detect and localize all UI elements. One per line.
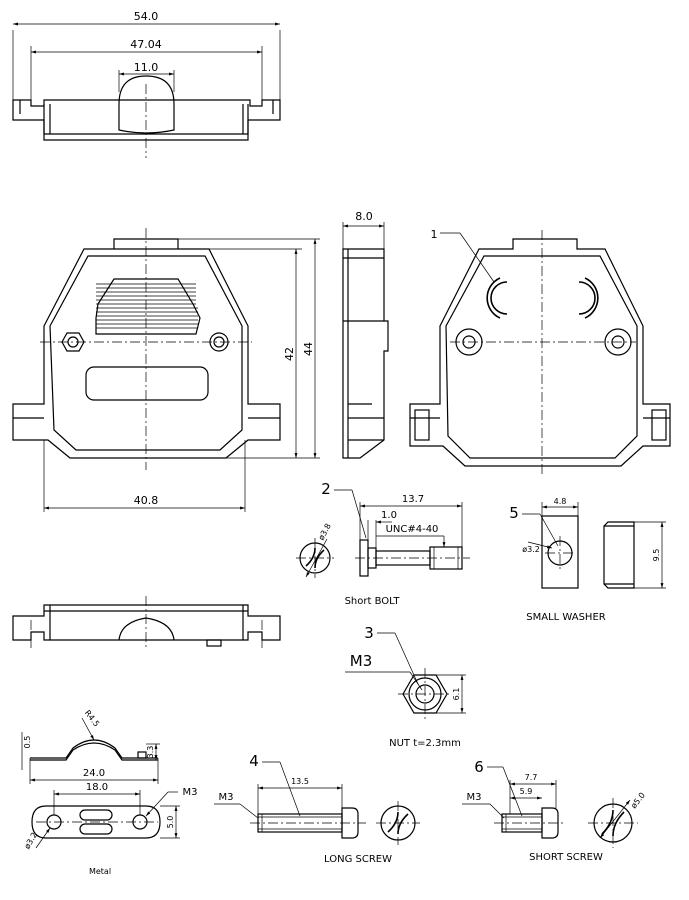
side-view: 8.0	[342, 210, 389, 459]
bolt-thread-dim: UNC#4-40	[386, 524, 439, 535]
part-1-label: 1	[431, 228, 438, 241]
back-view: 1	[409, 228, 671, 476]
metal-height-dim: 3.3	[146, 746, 155, 759]
metal-thick-dim: 0.5	[23, 736, 32, 749]
part-5-label: 5	[509, 504, 519, 522]
top-overall-dim: 54.0	[134, 10, 159, 23]
front-base-width-dim: 40.8	[134, 494, 159, 507]
small-washer-label: SMALL WASHER	[526, 612, 606, 623]
metal-thread-dim: M3	[183, 787, 198, 798]
long-screw-len-dim: 13.5	[291, 777, 309, 786]
short-screw: 6 7.7 5.9 M3 ø5.0 SHORT SCREW	[462, 758, 647, 863]
long-screw-thread-dim: M3	[219, 792, 234, 803]
short-screw-thread-len-dim: 5.9	[520, 787, 533, 796]
top-inner-dim: 47.04	[130, 38, 162, 51]
long-screw-label: LONG SCREW	[324, 854, 392, 865]
part-4-label: 4	[249, 752, 259, 770]
top-cutout-dim: 11.0	[134, 61, 159, 74]
part-2-label: 2	[321, 480, 331, 498]
part-6-label: 6	[474, 758, 484, 776]
short-bolt: 2 ø3.8 13.7 1.0 UNC#4-40 Short BOLT	[296, 480, 470, 607]
bolt-dia-dim: ø3.8	[317, 522, 333, 542]
front-height-outer-dim: 44	[302, 342, 315, 356]
grip-lines	[95, 278, 201, 335]
front-height-inner-dim: 42	[283, 347, 296, 361]
short-bolt-label: Short BOLT	[345, 596, 401, 607]
metal-pitch-dim: 18.0	[86, 782, 108, 793]
bolt-length-dim: 13.7	[402, 494, 424, 505]
short-screw-len-dim: 7.7	[525, 773, 538, 782]
nut-thread-label: M3	[350, 652, 373, 670]
washer-hole-dim: ø3.2	[522, 545, 540, 554]
washer-width-dim: 4.8	[554, 497, 567, 506]
nut: 3 M3 6.1 NUT t=2.3mm	[345, 624, 466, 749]
bottom-view	[12, 596, 281, 650]
metal-width-dim: 5.0	[166, 816, 175, 829]
short-screw-label: SHORT SCREW	[529, 852, 603, 863]
metal-label: Metal	[89, 867, 111, 876]
bolt-head-dim: 1.0	[381, 510, 397, 521]
part-3-label: 3	[364, 624, 374, 642]
nut-size-dim: 6.1	[452, 688, 461, 701]
metal-clip: 0.5 R4.5 3.3 24.0 18.0 5.0 M3 ø3.2 Metal	[21, 708, 198, 876]
short-screw-thread-dim: M3	[467, 792, 482, 803]
side-depth-dim: 8.0	[355, 210, 373, 223]
long-screw: 4 13.5 M3 LONG SCREW	[214, 752, 420, 865]
small-washer: 5 4.8 ø3.2 9.5 SMALL WASHER	[509, 497, 666, 623]
metal-length-dim: 24.0	[83, 768, 105, 779]
metal-radius-dim: R4.5	[83, 708, 101, 728]
short-screw-head-dim: ø5.0	[629, 791, 647, 810]
front-view: 42 44 40.8	[12, 228, 320, 512]
nut-label: NUT t=2.3mm	[389, 738, 461, 749]
washer-height-dim: 9.5	[652, 549, 661, 562]
top-view: 54.0 47.04 11.0	[12, 10, 281, 158]
